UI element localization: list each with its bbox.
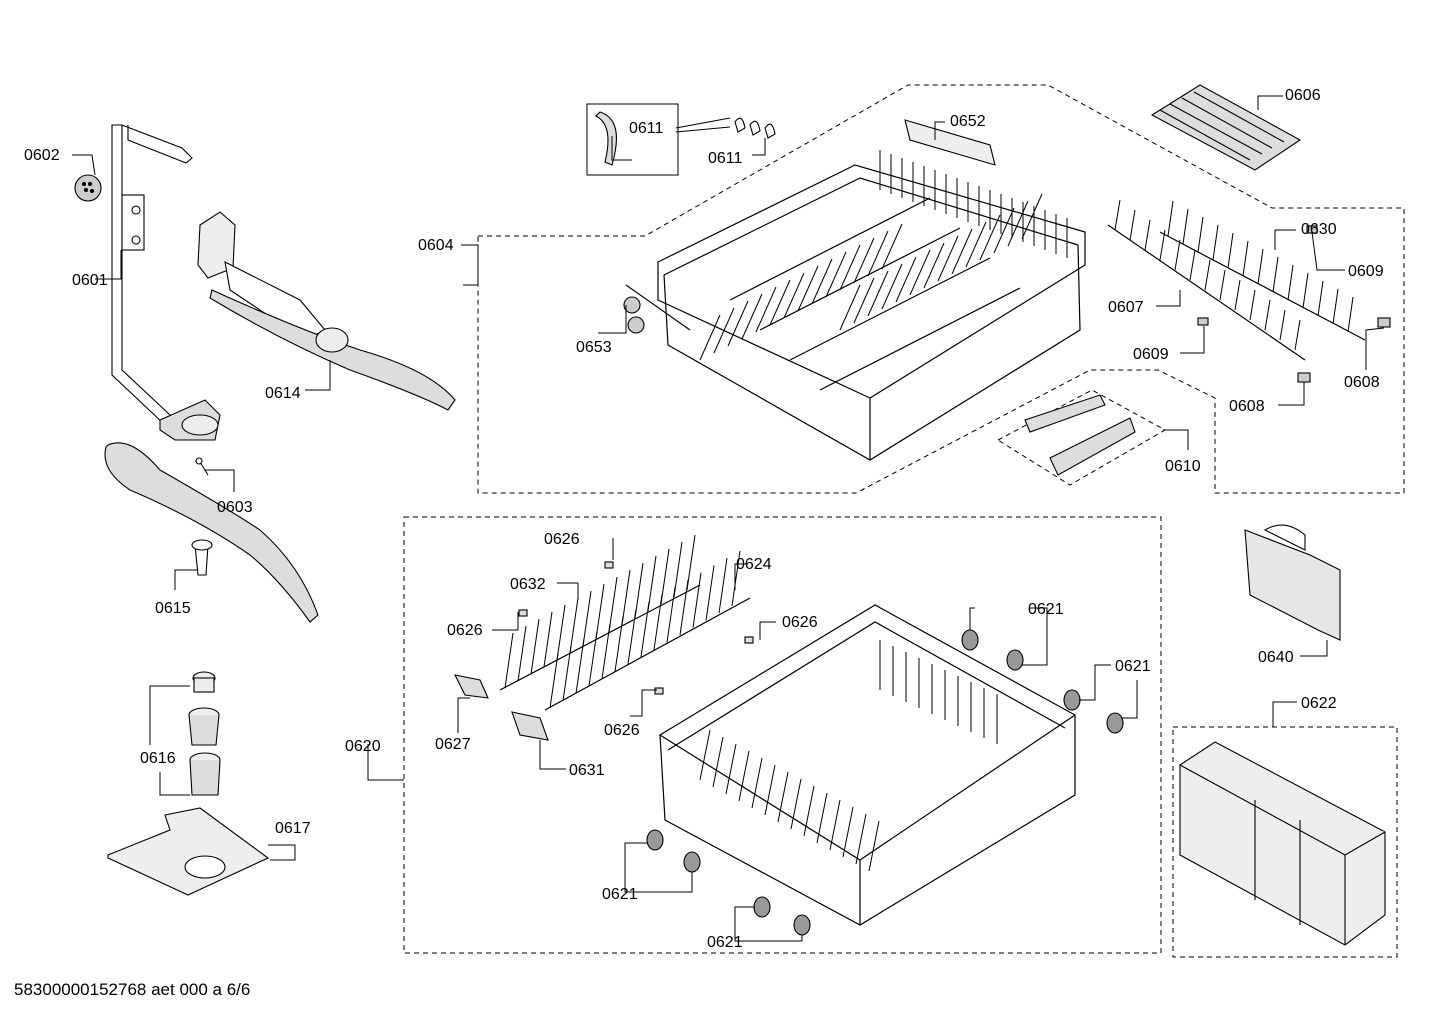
label-0627: 0627 bbox=[435, 736, 471, 753]
label-0602: 0602 bbox=[24, 147, 60, 164]
cutlery-basket bbox=[1179, 741, 1386, 946]
lower-rack-outline bbox=[403, 516, 1162, 954]
label-0652: 0652 bbox=[950, 113, 986, 130]
basket-outline bbox=[1172, 726, 1398, 958]
label-0626-bottom: 0626 bbox=[604, 722, 640, 739]
label-0603: 0603 bbox=[217, 499, 253, 516]
nozzle-cap bbox=[74, 174, 102, 202]
label-0609-left: 0609 bbox=[1133, 346, 1169, 363]
label-0601: 0601 bbox=[72, 272, 108, 289]
rack-bracket bbox=[904, 119, 996, 166]
label-0610: 0610 bbox=[1165, 458, 1201, 475]
label-0607: 0607 bbox=[1108, 299, 1144, 316]
part-labels: 0602 0601 0603 0614 0615 0616 0617 0604 … bbox=[24, 87, 1384, 951]
label-0621-right: 0621 bbox=[1115, 658, 1151, 675]
label-0608-left: 0608 bbox=[1229, 398, 1265, 415]
tine-rows-lower bbox=[499, 534, 751, 711]
label-0630: 0630 bbox=[1301, 221, 1337, 238]
label-0626-top: 0626 bbox=[544, 531, 580, 548]
label-0611-inset: 0611 bbox=[629, 120, 664, 137]
label-0624: 0624 bbox=[736, 556, 772, 573]
label-0616: 0616 bbox=[140, 750, 176, 767]
label-0621-top: 0621 bbox=[1028, 601, 1064, 618]
rack-rollers bbox=[623, 284, 691, 334]
spray-feed-pipe bbox=[111, 124, 221, 441]
hinge-clips bbox=[1197, 225, 1391, 383]
label-0653: 0653 bbox=[576, 339, 612, 356]
basket-wheels bbox=[646, 629, 1124, 936]
label-0608-right: 0608 bbox=[1344, 374, 1380, 391]
clip-inset-box bbox=[586, 103, 679, 176]
document-id: 58300000152768 aet 000 a 6/6 bbox=[14, 980, 251, 999]
upper-basket bbox=[657, 164, 1086, 461]
upper-spray-arm bbox=[197, 211, 456, 411]
lower-spray-arm bbox=[104, 442, 319, 623]
label-0611: 0611 bbox=[708, 150, 743, 167]
label-0609-right: 0609 bbox=[1348, 263, 1384, 280]
label-0622: 0622 bbox=[1301, 695, 1337, 712]
small-basket bbox=[1244, 524, 1341, 641]
label-0620: 0620 bbox=[345, 738, 381, 755]
screw bbox=[195, 457, 209, 476]
upper-basket-tines bbox=[699, 150, 1068, 361]
label-0626-left: 0626 bbox=[447, 622, 483, 639]
label-0617: 0617 bbox=[275, 820, 311, 837]
rack-handle bbox=[1024, 394, 1136, 476]
label-0631: 0631 bbox=[569, 762, 605, 779]
cup-shelf bbox=[1150, 84, 1302, 171]
label-0621-bottom: 0621 bbox=[707, 934, 743, 951]
label-0621-lower-left: 0621 bbox=[602, 886, 638, 903]
label-0604: 0604 bbox=[418, 237, 454, 254]
sieve-plate bbox=[107, 807, 270, 896]
tine-holders bbox=[454, 561, 754, 741]
label-0640: 0640 bbox=[1258, 649, 1294, 666]
leader-lines bbox=[72, 95, 1385, 942]
lower-basket-tines bbox=[699, 640, 998, 872]
tine-rows-upper bbox=[1107, 199, 1366, 361]
upper-rack-outline bbox=[477, 84, 1405, 494]
label-0632: 0632 bbox=[510, 576, 546, 593]
clips bbox=[595, 111, 776, 166]
label-0614: 0614 bbox=[265, 385, 301, 402]
label-0606: 0606 bbox=[1285, 87, 1321, 104]
label-0626-right: 0626 bbox=[782, 614, 818, 631]
filter-set bbox=[188, 671, 221, 796]
label-0615: 0615 bbox=[155, 600, 191, 617]
